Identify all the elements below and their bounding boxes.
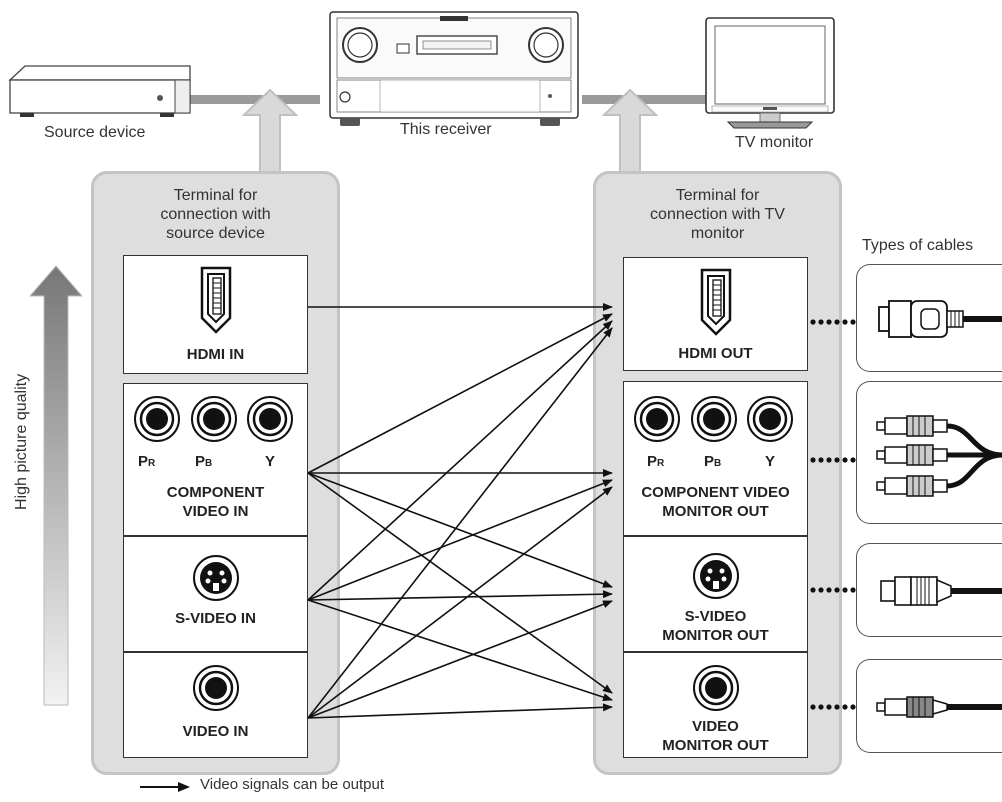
high-quality-arrow	[28, 265, 84, 706]
hdmi-port-icon	[700, 268, 732, 336]
cable-receiver-tv	[582, 95, 712, 104]
video-out-label: VIDEO MONITOR OUT	[662, 718, 769, 754]
pr-label-out: PR	[647, 453, 665, 470]
hdmi-out-label: HDMI OUT	[678, 345, 753, 362]
component-video-in-label: COMPONENT VIDEO IN	[166, 484, 265, 520]
component-cable-icon	[876, 415, 1002, 497]
cable-source-receiver	[190, 95, 320, 104]
y-label-in: Y	[265, 453, 276, 470]
component-video-out-box: PR PB Y COMPONENT VIDEO MONITOR OUT	[623, 381, 808, 536]
video-port-icon	[193, 665, 239, 711]
component-cable-box	[856, 381, 1002, 524]
s-video-out-label: S-VIDEO MONITOR OUT	[662, 608, 769, 644]
s-video-in-label: S-VIDEO IN	[175, 610, 256, 627]
video-cable-box	[856, 659, 1002, 753]
video-cable-icon	[876, 696, 1002, 718]
source-panel-title: Terminal for connection with source devi…	[160, 187, 271, 242]
s-video-cable-icon	[880, 576, 1002, 606]
types-of-cables-label: Types of cables	[862, 237, 974, 254]
receiver-icon	[329, 11, 579, 126]
component-jacks-icon	[634, 396, 793, 442]
y-label-out: Y	[765, 453, 776, 470]
s-video-port-icon	[193, 555, 239, 601]
video-in-label: VIDEO IN	[182, 723, 249, 740]
component-video-out-label: COMPONENT VIDEO MONITOR OUT	[641, 484, 790, 520]
s-video-cable-box	[856, 543, 1002, 637]
hdmi-out-box: HDMI OUT	[623, 257, 808, 371]
s-video-in-box: S-VIDEO IN	[123, 536, 308, 652]
monitor-panel-title: Terminal for connection with TV monitor	[650, 187, 785, 242]
hdmi-port-icon	[200, 266, 232, 334]
hdmi-in-box: HDMI IN	[123, 255, 308, 374]
s-video-out-box: S-VIDEO MONITOR OUT	[623, 536, 808, 652]
hdmi-cable-box	[856, 264, 1002, 372]
video-in-box: VIDEO IN	[123, 652, 308, 758]
tv-monitor-label: TV monitor	[735, 134, 814, 151]
s-video-port-icon	[693, 553, 739, 599]
receiver-label: This receiver	[400, 121, 492, 138]
pr-label-in: PR	[138, 453, 156, 470]
video-port-icon	[693, 665, 739, 711]
pb-label-in: PB	[195, 453, 213, 470]
component-video-in-box: PR PB Y COMPONENT VIDEO IN	[123, 383, 308, 536]
hdmi-cable-icon	[878, 300, 1002, 338]
hdmi-in-label: HDMI IN	[186, 346, 245, 363]
video-out-box: VIDEO MONITOR OUT	[623, 652, 808, 758]
component-jacks-icon	[134, 396, 293, 442]
monitor-up-arrow	[601, 88, 659, 173]
tv-monitor-icon	[705, 17, 835, 129]
legend-label: Video signals can be output	[200, 776, 385, 793]
source-device-icon	[8, 65, 191, 117]
high-quality-label: High picture quality	[13, 373, 30, 510]
pb-label-out: PB	[704, 453, 722, 470]
source-up-arrow	[241, 88, 299, 173]
source-device-label: Source device	[44, 124, 146, 141]
